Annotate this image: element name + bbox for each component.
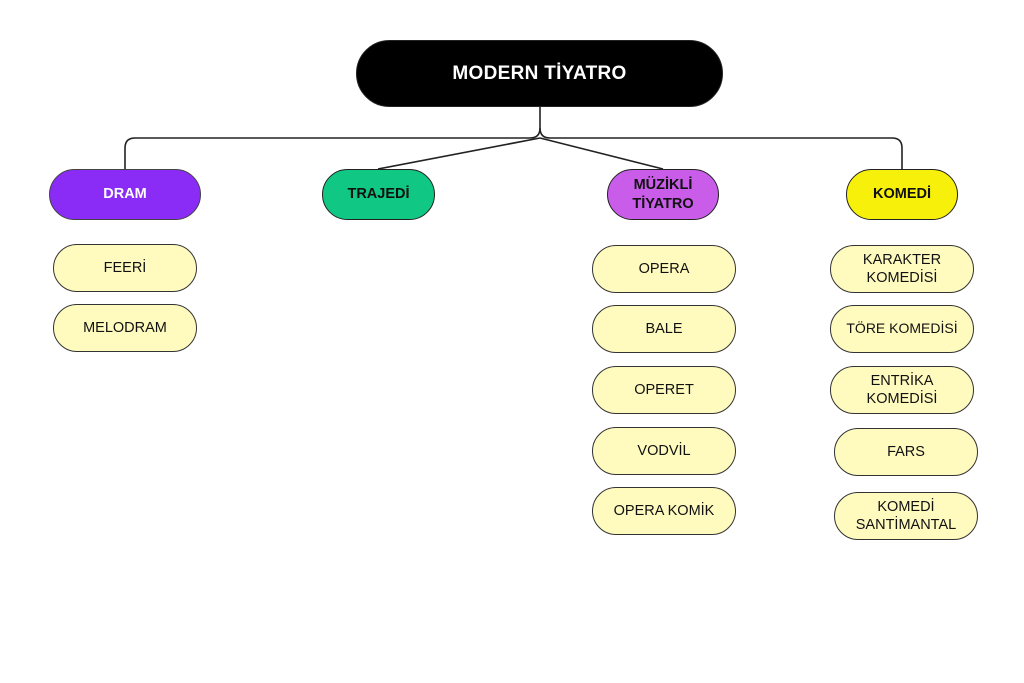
leaf-opera: OPERA	[592, 245, 736, 293]
connector-root-stem	[124, 107, 541, 169]
category-komedi: KOMEDİ	[846, 169, 958, 220]
leaf-opera-komik: OPERA KOMİK	[592, 487, 736, 535]
leaf-entrika-komedisi: ENTRİKA KOMEDİSİ	[830, 366, 974, 414]
leaf-komedi-santimantal: KOMEDİ SANTİMANTAL	[834, 492, 978, 540]
leaf-vodvil: VODVİL	[592, 427, 736, 475]
leaf-karakter-komedisi: KARAKTER KOMEDİSİ	[830, 245, 974, 293]
category-dram: DRAM	[49, 169, 201, 220]
connector-trajedi	[377, 137, 541, 170]
leaf-bale: BALE	[592, 305, 736, 353]
root-node-title: MODERN TİYATRO	[356, 40, 723, 107]
connector-muzikli	[539, 137, 664, 170]
leaf-feeri: FEERİ	[53, 244, 197, 292]
leaf-melodram: MELODRAM	[53, 304, 197, 352]
leaf-tore-komedisi: TÖRE KOMEDİSİ	[830, 305, 974, 353]
leaf-fars: FARS	[834, 428, 978, 476]
category-muzikli-tiyatro: MÜZİKLİ TİYATRO	[607, 169, 719, 220]
leaf-operet: OPERET	[592, 366, 736, 414]
connector-right-branch	[539, 127, 903, 169]
category-trajedi: TRAJEDİ	[322, 169, 435, 220]
